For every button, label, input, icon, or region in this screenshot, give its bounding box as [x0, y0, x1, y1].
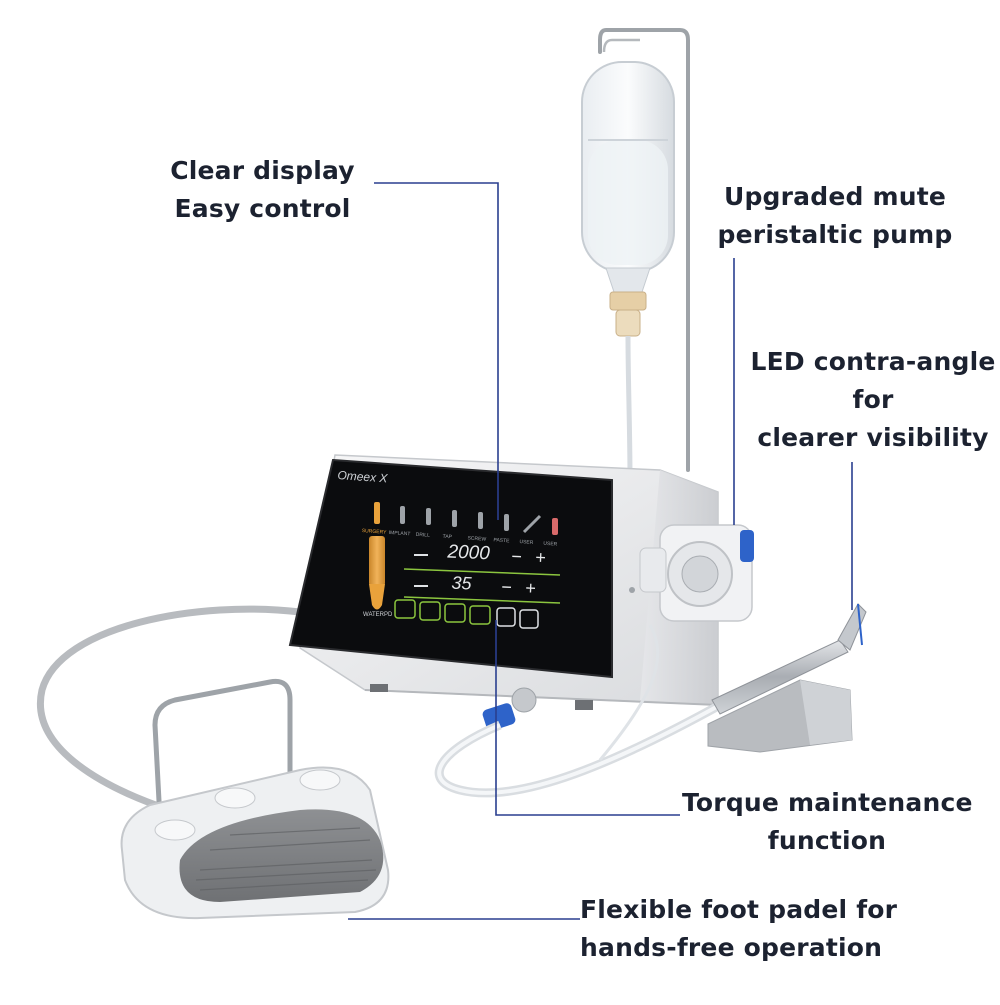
speed-minus-button: −: [510, 546, 523, 567]
callout-torque-line1: Torque maintenance: [682, 788, 973, 817]
callout-pump-line2: peristaltic pump: [717, 220, 953, 249]
callout-torque: Torque maintenance function: [682, 784, 972, 860]
callout-pump-line1: Upgraded mute: [723, 182, 947, 211]
orange-gauge: [369, 536, 385, 610]
callout-torque-line2: function: [767, 826, 887, 855]
screen-controls: [403, 554, 561, 604]
callout-led: LED contra-angle for clearer visibility: [746, 343, 1000, 457]
speed-value: 2000: [447, 541, 491, 565]
callout-display-line1: Clear display: [170, 156, 355, 185]
screen-bottom-buttons: [394, 599, 539, 629]
callout-leader-lines: [348, 182, 853, 920]
touch-screen: [288, 458, 613, 679]
callout-led-line1: LED contra-angle: [750, 347, 996, 376]
leader-display: [374, 182, 499, 520]
callout-foot-line2: hands-free operation: [580, 933, 883, 962]
iv-tube: [625, 335, 633, 481]
torque-minus-button: −: [500, 576, 513, 598]
callout-foot-line1: Flexible foot padel for: [580, 895, 898, 924]
mode-label-2: IMPLANT: [388, 529, 411, 538]
foot-pedal-cable: [36, 605, 301, 814]
speed-plus-button: +: [534, 547, 547, 568]
callout-display: Clear display Easy control: [150, 152, 375, 228]
screen-mode-name: WATERPD: [363, 612, 393, 618]
mode-label-1: SURGERY: [361, 528, 387, 536]
callout-led-line3: clearer visibility: [757, 423, 989, 452]
handpiece-tube: [434, 701, 723, 798]
callout-pump: Upgraded mute peristaltic pump: [705, 178, 965, 254]
iv-stand: [598, 28, 690, 472]
callout-foot: Flexible foot padel for hands-free opera…: [580, 891, 898, 967]
torque-plus-button: +: [524, 577, 537, 599]
handpiece-connector: [482, 687, 537, 731]
peristaltic-pump: [629, 524, 754, 622]
leader-torque: [495, 620, 680, 816]
screen-mode-icons: [374, 502, 558, 535]
foot-pedal: [120, 678, 390, 920]
mode-label-4: TAP: [442, 533, 453, 541]
callout-display-line2: Easy control: [174, 194, 351, 223]
torque-value: 35: [451, 572, 472, 594]
handpiece-holder: [707, 679, 853, 753]
iv-bottle: [581, 61, 675, 337]
mode-label-3: DRILL: [415, 531, 431, 539]
callout-led-line2: for: [852, 385, 894, 414]
contra-angle-handpiece: [711, 603, 867, 715]
